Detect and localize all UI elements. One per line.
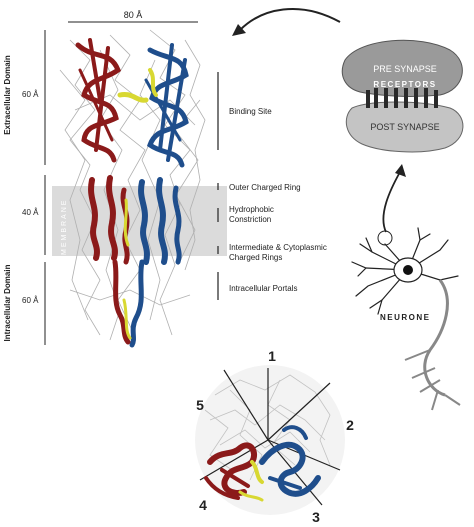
blue-subunit-ribbon	[129, 43, 189, 348]
receptor-row	[366, 88, 438, 108]
neurone-arrow-head	[395, 164, 406, 177]
extracellular-height-label: 60 Å	[22, 90, 39, 99]
neurone-arrow	[382, 171, 401, 233]
axon-terminals	[404, 349, 461, 411]
region-intermediate: Intermediate & Cytoplasmic	[229, 243, 327, 252]
top-arrow	[239, 8, 341, 31]
subunit-label-1: 1	[268, 348, 276, 364]
region-charged-rings: Charged Rings	[229, 253, 282, 262]
region-intracellular-portals: Intracellular Portals	[229, 284, 297, 293]
width-dimension-label: 80 Å	[124, 10, 143, 20]
subunit-label-5: 5	[196, 397, 204, 413]
top-view-background	[195, 365, 345, 515]
top-view-yellow-highlight	[238, 460, 264, 502]
top-view-blue-subunit	[259, 425, 321, 497]
pre-synapse-label: PRE SYNAPSE	[373, 64, 437, 74]
neurone-zoom-circle	[377, 230, 393, 246]
post-synapse-terminal	[345, 101, 464, 153]
top-view-trace	[204, 374, 331, 481]
synapse-illustration	[341, 39, 464, 153]
membrane-label: MEMBRANE	[61, 199, 68, 255]
neurone-axon	[423, 279, 449, 397]
neurone-label: NEURONE	[380, 313, 431, 322]
subunit-label-4: 4	[199, 497, 207, 513]
region-constriction: Constriction	[229, 215, 271, 224]
neurone-nucleus	[403, 265, 413, 275]
yellow-highlight-ribbon	[117, 68, 158, 340]
receptors-label: RECEPTORS	[373, 80, 436, 89]
pre-synapse-terminal	[341, 39, 463, 97]
intracellular-height-label: 60 Å	[22, 296, 39, 305]
intracellular-domain-label: Intracellular Domain	[3, 264, 12, 341]
red-subunit-ribbon	[75, 38, 131, 345]
extracellular-domain-label: Extracellular Domain	[3, 55, 12, 135]
post-synapse-label: POST SYNAPSE	[370, 122, 439, 132]
subunit-label-3: 3	[312, 509, 320, 525]
subunit-label-2: 2	[346, 417, 354, 433]
region-outer-charged-ring: Outer Charged Ring	[229, 183, 301, 192]
region-hydrophobic: Hydrophobic	[229, 205, 274, 214]
top-arrow-head	[232, 24, 246, 36]
region-binding-site: Binding Site	[229, 107, 272, 116]
membrane-height-label: 40 Å	[22, 208, 39, 217]
